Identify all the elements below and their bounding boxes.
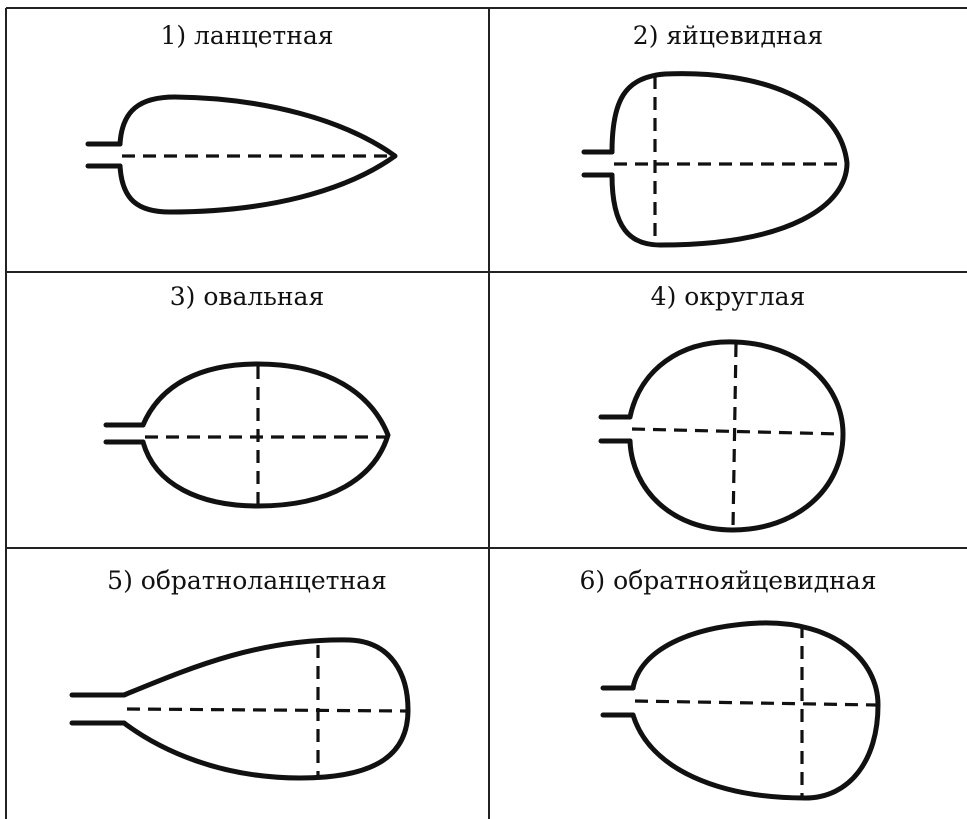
cell-label: 6) обратнояйцевидная [580,566,877,595]
leaf-width-axis [731,343,738,529]
cell-label: 1) ланцетная [160,21,333,50]
cell-label: 5) обратноланцетная [107,566,387,595]
leaf-lanceolate-outline [117,94,398,215]
cell-round: 4) округлая [598,282,846,533]
leaf-oblanceolate-outline [121,637,411,781]
cell-ovate: 2) яйцевидная [581,21,850,248]
leaf-oval-outline [140,361,391,509]
cell-label: 4) округлая [651,282,806,311]
cell-label: 3) овальная [170,282,324,311]
leaf-length-axis [126,707,407,713]
cell-label: 2) яйцевидная [633,21,823,50]
cell-obovate: 6) обратнояйцевидная [580,566,881,801]
leaf-length-axis [634,699,877,707]
leaf-round-outline [627,339,846,533]
cell-lanceolate: 1) ланцетная [85,21,398,215]
leaf-length-axis [631,427,842,436]
leaf-obovate-outline [630,620,881,801]
cell-oblanceolate: 5) обратноланцетная [69,566,411,781]
table-grid [5,7,967,819]
leaf-ovate-outline [609,71,850,248]
cell-oval: 3) овальная [103,282,391,509]
